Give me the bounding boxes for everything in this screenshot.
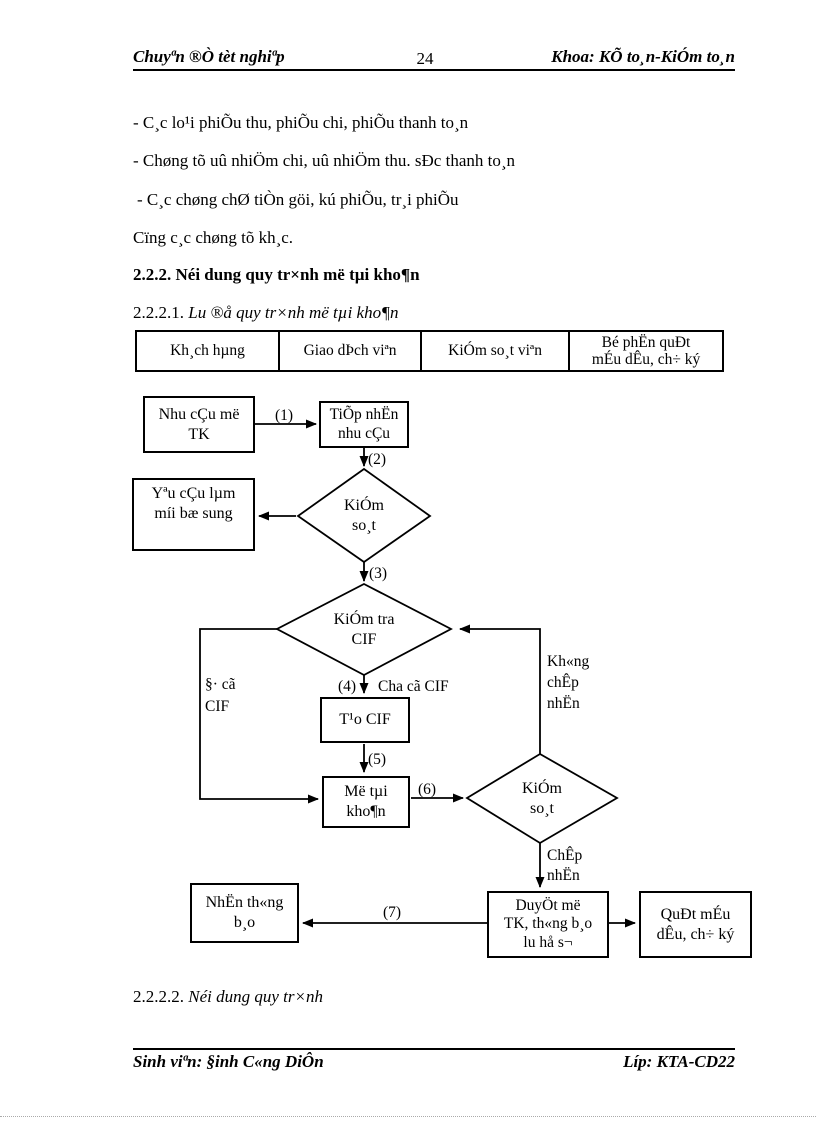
- paragraph-2: - Chøng tõ uû nhiÖm chi, uû nhiÖm thu. s…: [133, 151, 516, 170]
- footer-left: Sinh viªn: §inh C«ng DiÔn: [133, 1052, 324, 1071]
- edge-label-7: (7): [383, 904, 402, 921]
- heading-2-2-2: 2.2.2. Néi dung quy tr×nh më tµi kho¶n: [133, 265, 420, 284]
- heading-2-2-2-2-text: Néi dung quy tr×nh: [188, 987, 323, 1006]
- page-number: 24: [416, 49, 434, 68]
- heading-2-2-2-2-number: 2.2.2.2.: [133, 987, 184, 1006]
- header-right: Khoa: KÕ to¸n-KiÓm to¸n: [551, 47, 735, 66]
- path-not-accept: [459, 624, 541, 754]
- heading-2-2-2-1-number: 2.2.2.1.: [133, 303, 184, 322]
- header-rule: [133, 69, 735, 71]
- edge-label-1: (1): [274, 407, 294, 424]
- header-left: Chuyªn ®Ò tèt nghiªp: [133, 47, 285, 66]
- page-bottom-dotted-rule: [0, 1116, 816, 1117]
- edge-label-no-cif: Cha cã CIF: [378, 678, 449, 695]
- edge-label-6: (6): [418, 781, 437, 798]
- roles-table: Kh¸ch hµng Giao dÞch viªn KiÓm so¸t viªn…: [135, 330, 724, 372]
- table-column-teller: Giao dÞch viªn: [278, 332, 420, 370]
- edge-label-4: (4): [338, 678, 357, 695]
- table-column-controller: KiÓm so¸t viªn: [420, 332, 568, 370]
- footer-right: Líp: KTA-CD22: [623, 1052, 735, 1071]
- heading-2-2-2-1-text: Lu ®å quy tr×nh më tµi kho¶n: [188, 303, 399, 322]
- paragraph-4: Cïng c¸c chøng tõ kh¸c.: [133, 228, 294, 247]
- edge-label-3: (3): [369, 565, 388, 582]
- paragraph-1: - C¸c lo¹i phiÕu thu, phiÕu chi, phiÕu t…: [133, 113, 469, 132]
- footer-rule: [133, 1048, 735, 1050]
- edge-label-5: (5): [368, 751, 387, 768]
- edge-label-2: (2): [368, 451, 387, 468]
- table-column-customer: Kh¸ch hµng: [170, 342, 245, 360]
- heading-2-2-2-2: 2.2.2.2. Néi dung quy tr×nh: [133, 987, 323, 1007]
- paragraph-3: - C¸c chøng chØ tiÒn göi, kú phiÕu, tr¸i…: [137, 190, 459, 209]
- flow-box-create-cif: T¹o CIF: [320, 697, 410, 743]
- heading-2-2-2-1: 2.2.2.1. Lu ®å quy tr×nh më tµi kho¶n: [133, 303, 398, 323]
